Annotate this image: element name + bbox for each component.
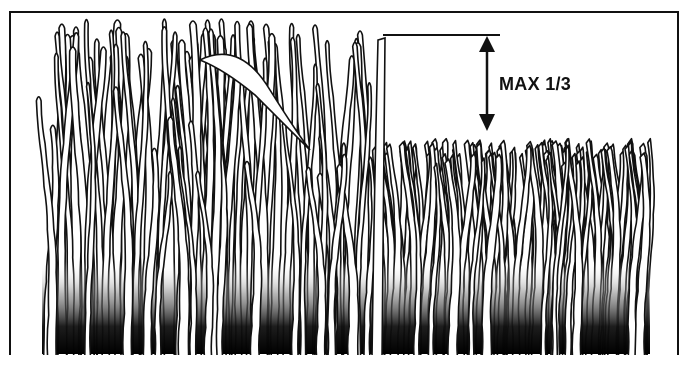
max-cut-arrow <box>479 36 495 131</box>
max-one-third-label: MAX 1/3 <box>499 74 571 95</box>
grass-blade <box>372 38 385 358</box>
